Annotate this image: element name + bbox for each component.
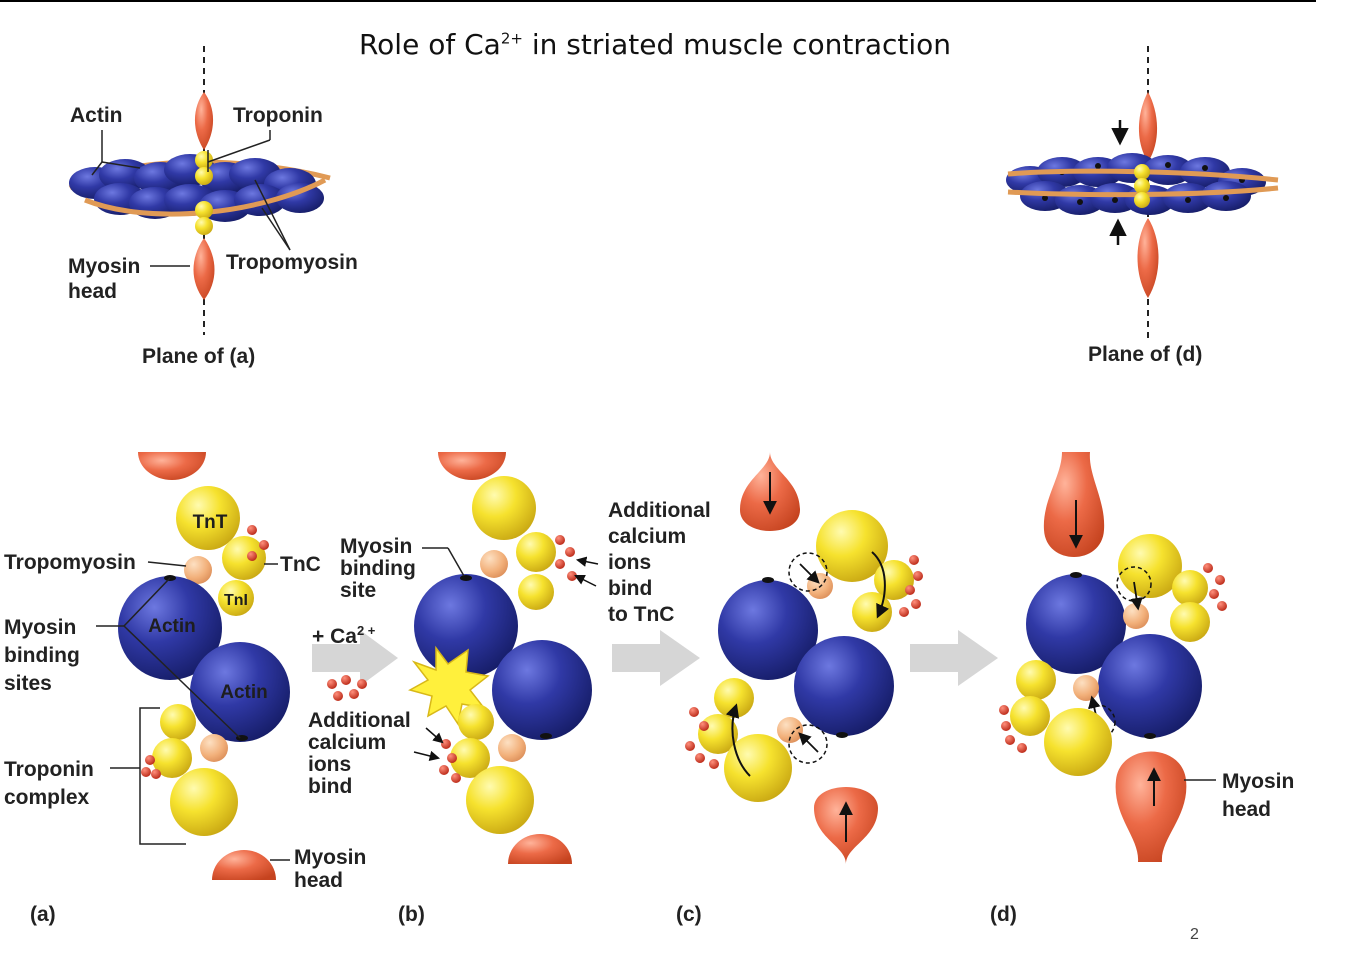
additional-calcium-label: Additional calcium ions bind: [308, 709, 411, 798]
step-arrow: [910, 630, 998, 686]
panel-b: [408, 452, 599, 864]
top-rule: [0, 0, 1316, 2]
panel-d: [999, 452, 1227, 862]
myosin-binding-site-label: Myosin binding site: [340, 535, 416, 602]
tnt-label: TnT: [193, 512, 228, 533]
myosin-head-icon: [194, 92, 214, 150]
myosin-head-icon: [1138, 92, 1158, 162]
actin-label: Actin: [148, 616, 196, 637]
troponin-complex-label: Troponin complex: [4, 758, 94, 809]
panel-b-label: (b): [398, 903, 425, 926]
additional-calcium-tnc-label: Additional calcium ions bind to TnC: [608, 499, 711, 626]
troponin-label: Troponin: [233, 104, 323, 127]
panel-a: TnT TnI Actin Actin: [96, 452, 290, 880]
tropomyosin-label: Tropomyosin: [226, 251, 358, 274]
actin-label: Actin: [70, 104, 123, 127]
step-arrow: [612, 630, 700, 686]
plane-a-label: Plane of (a): [142, 345, 256, 368]
actin-label: Actin: [220, 682, 268, 703]
overview-left: [68, 46, 331, 335]
panel-c-label: (c): [676, 903, 702, 926]
myosin-head-label: Myosin head: [294, 846, 367, 892]
page-number: 2: [1190, 926, 1199, 943]
myosin-binding-sites-label: Myosin binding sites: [4, 616, 80, 695]
tni-label: TnI: [224, 592, 248, 609]
myosin-head-label: Myosin head: [68, 255, 141, 303]
myosin-head-icon: [1137, 218, 1159, 298]
panel-d-label: (d): [990, 903, 1017, 926]
panel-c: [685, 452, 923, 864]
myosin-head-label: Myosin head: [1222, 770, 1295, 821]
step-arrow: [312, 630, 398, 686]
tropomyosin-label: Tropomyosin: [4, 551, 136, 574]
page-title: Role of Ca2+ in striated muscle contract…: [358, 28, 952, 61]
panel-a-label: (a): [30, 903, 56, 926]
tnc-label: TnC: [280, 553, 321, 576]
plane-d-label: Plane of (d): [1088, 343, 1203, 366]
myosin-head-icon: [193, 238, 215, 300]
overview-right: [1006, 46, 1279, 338]
calcium-added-label: + Ca2 +: [312, 623, 376, 648]
